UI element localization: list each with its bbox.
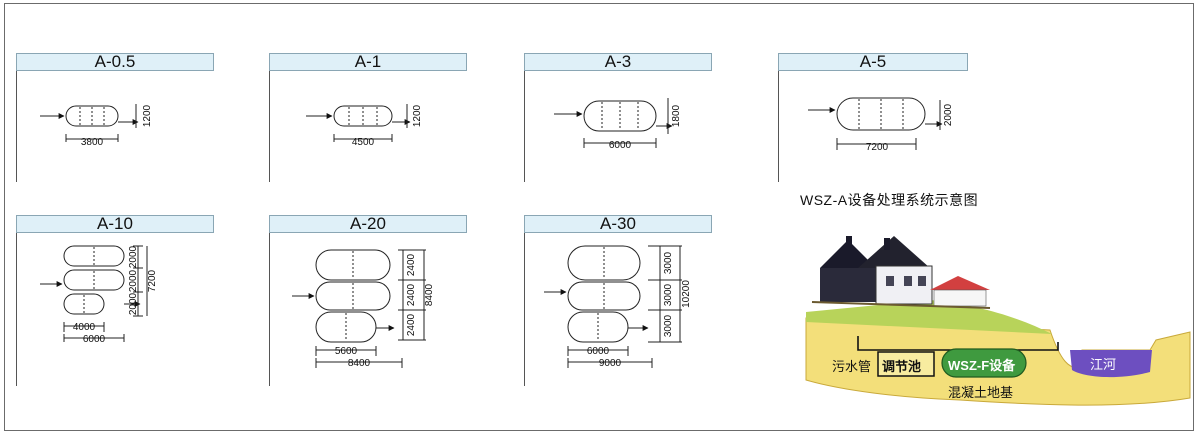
regulating-tank-label: 调节池 (882, 359, 922, 374)
river-label: 江河 (1090, 357, 1117, 372)
dim-length-a5: 7200 (866, 142, 889, 153)
model-header-a1: A-1 (269, 53, 467, 71)
equipment-tank (941, 348, 1027, 378)
dim-height-a1: 1200 (412, 104, 423, 127)
dim-height-a20-bottom: 2400 (406, 313, 417, 336)
tank-a1 (306, 104, 411, 142)
model-header-a05: A-0.5 (16, 53, 214, 71)
dim-height-a10-bottom: 2000 (128, 292, 139, 315)
dim-length-a20: 8400 (348, 358, 371, 369)
dim-height-a30-mid: 3000 (663, 283, 674, 306)
tank-a3 (554, 98, 673, 148)
panel-divider (269, 216, 270, 386)
dim-inner-length-a30: 6000 (587, 346, 610, 357)
panel-divider (524, 216, 525, 386)
house-illustration (811, 236, 991, 309)
dim-inner-length-a10: 4000 (73, 322, 96, 333)
model-header-a20: A-20 (269, 215, 467, 233)
dim-total-height-a10: 7200 (147, 269, 158, 292)
model-header-a3: A-3 (524, 53, 712, 71)
tank-a20 (292, 249, 426, 368)
system-illustration (805, 236, 1191, 406)
dim-height-a3: 1800 (671, 104, 682, 127)
tank-a30 (544, 245, 682, 368)
dim-height-a30-top: 3000 (663, 251, 674, 274)
dim-total-height-a30: 10200 (681, 280, 692, 308)
dim-inner-length-a20: 5600 (335, 346, 358, 357)
dim-total-height-a20: 8400 (424, 283, 435, 306)
dim-length-a10: 6000 (83, 334, 106, 345)
foundation-label: 混凝土地基 (948, 385, 1014, 400)
dim-height-a05: 1200 (142, 104, 153, 127)
dim-length-a1: 4500 (352, 137, 375, 148)
dim-length-a3: 6000 (609, 140, 632, 151)
dim-height-a20-mid: 2400 (406, 283, 417, 306)
tank-a5 (808, 97, 943, 150)
regulating-tank-box (877, 351, 935, 377)
tank-a10 (40, 245, 148, 342)
dim-height-a10-top: 2000 (128, 245, 139, 268)
grass-slope (806, 300, 1052, 334)
sewer-pipe-label: 污水管 (832, 359, 872, 374)
outer-frame (4, 3, 1194, 431)
tank-a05 (40, 104, 139, 142)
river (1070, 350, 1152, 378)
panel-divider (524, 54, 525, 182)
dim-length-a05: 3800 (81, 137, 104, 148)
panel-divider (778, 54, 779, 182)
model-header-a10: A-10 (16, 215, 214, 233)
panel-divider (16, 216, 17, 386)
dim-height-a5: 2000 (943, 103, 954, 126)
panel-divider (269, 54, 270, 182)
model-header-a30: A-30 (524, 215, 712, 233)
dim-length-a30: 9000 (599, 358, 622, 369)
model-header-a5: A-5 (778, 53, 968, 71)
scheme-title: WSZ-A设备处理系统示意图 (800, 192, 979, 208)
dim-height-a20-top: 2400 (406, 253, 417, 276)
panel-divider (16, 54, 17, 182)
equipment-label: WSZ-F设备 (948, 358, 1016, 373)
dim-height-a30-bottom: 3000 (663, 314, 674, 337)
dim-height-a10-mid: 2000 (128, 269, 139, 292)
